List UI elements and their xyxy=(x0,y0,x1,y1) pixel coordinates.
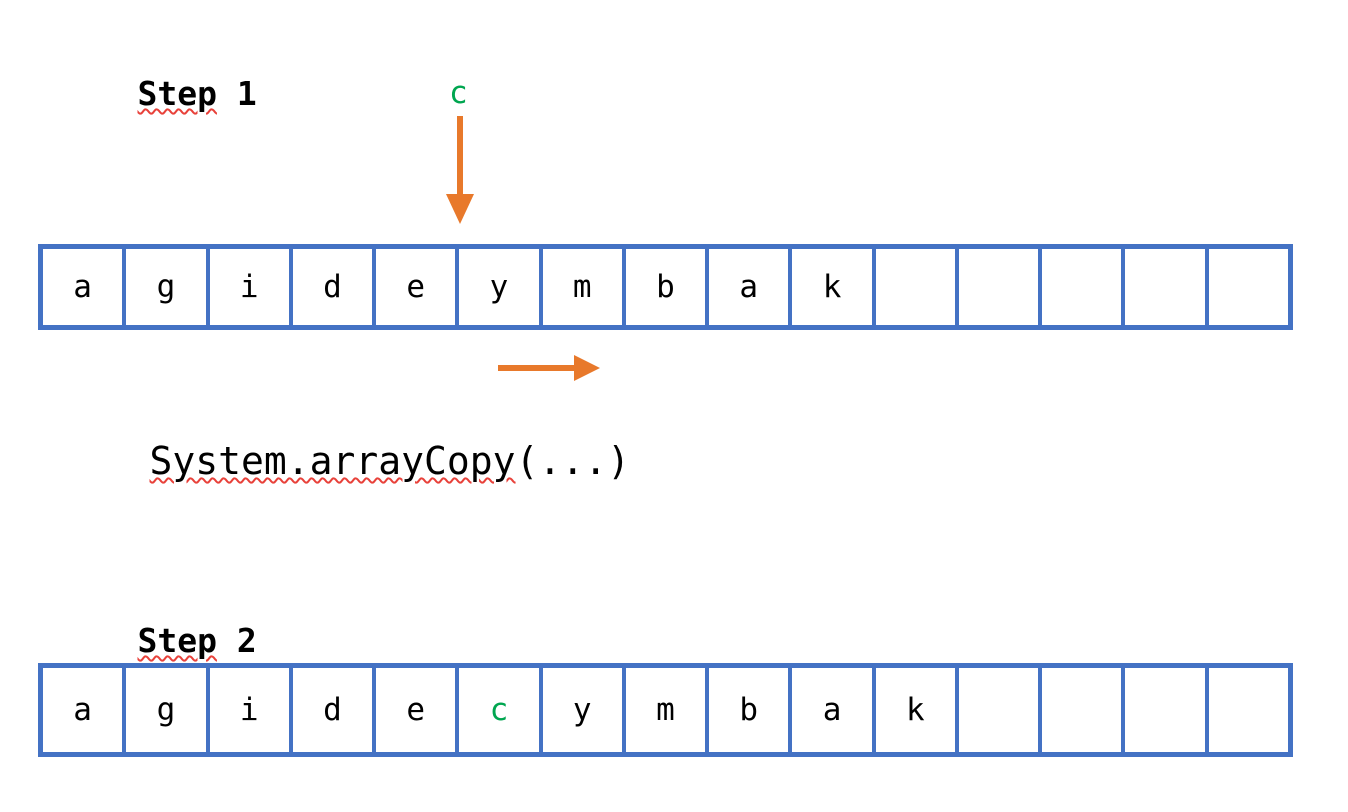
array-cell xyxy=(1042,668,1126,752)
array-cell: i xyxy=(209,668,293,752)
array-cell: a xyxy=(43,668,127,752)
array-cell: a xyxy=(792,668,876,752)
step-1-heading: Step 1 xyxy=(58,44,257,143)
array-cell: d xyxy=(292,249,377,325)
array-cell: c xyxy=(459,668,543,752)
insert-value-label-step1: c xyxy=(449,75,468,111)
array-cell: k xyxy=(792,249,876,325)
array-cell: d xyxy=(292,668,377,752)
array-cell xyxy=(875,249,959,325)
array-cell: g xyxy=(126,668,210,752)
array-cell xyxy=(1042,249,1126,325)
system-arraycopy-caption: System.arrayCopy(...) xyxy=(58,404,630,518)
array-cell: m xyxy=(625,668,710,752)
array-cell xyxy=(1125,668,1209,752)
array-cell: a xyxy=(709,249,793,325)
array-cell: g xyxy=(126,249,210,325)
step-1-heading-number: 1 xyxy=(216,74,257,113)
step-1-heading-word: Step xyxy=(137,74,217,113)
array-cell: i xyxy=(209,249,293,325)
insert-position-down-arrow-icon xyxy=(446,116,474,224)
array-cell: a xyxy=(43,249,127,325)
array-cell xyxy=(958,249,1043,325)
step-2-heading: Step 2 xyxy=(58,591,257,690)
caption-arguments: (...) xyxy=(515,439,630,483)
array-cell: b xyxy=(709,668,793,752)
step-2-heading-number: 2 xyxy=(216,621,257,660)
array-cell: k xyxy=(875,668,959,752)
array-cell xyxy=(1208,668,1288,752)
array-cell: m xyxy=(542,249,626,325)
array-cell: e xyxy=(376,668,460,752)
array-cell: e xyxy=(376,249,460,325)
caption-method-name: System.arrayCopy xyxy=(149,439,516,483)
array-cell xyxy=(1208,249,1288,325)
array-cell xyxy=(958,668,1043,752)
array-cell: y xyxy=(459,249,543,325)
array-cell: b xyxy=(625,249,710,325)
array-cell: y xyxy=(542,668,626,752)
array-cell xyxy=(1125,249,1209,325)
shift-right-arrow-icon xyxy=(498,355,600,381)
step-2-heading-word: Step xyxy=(137,621,217,660)
